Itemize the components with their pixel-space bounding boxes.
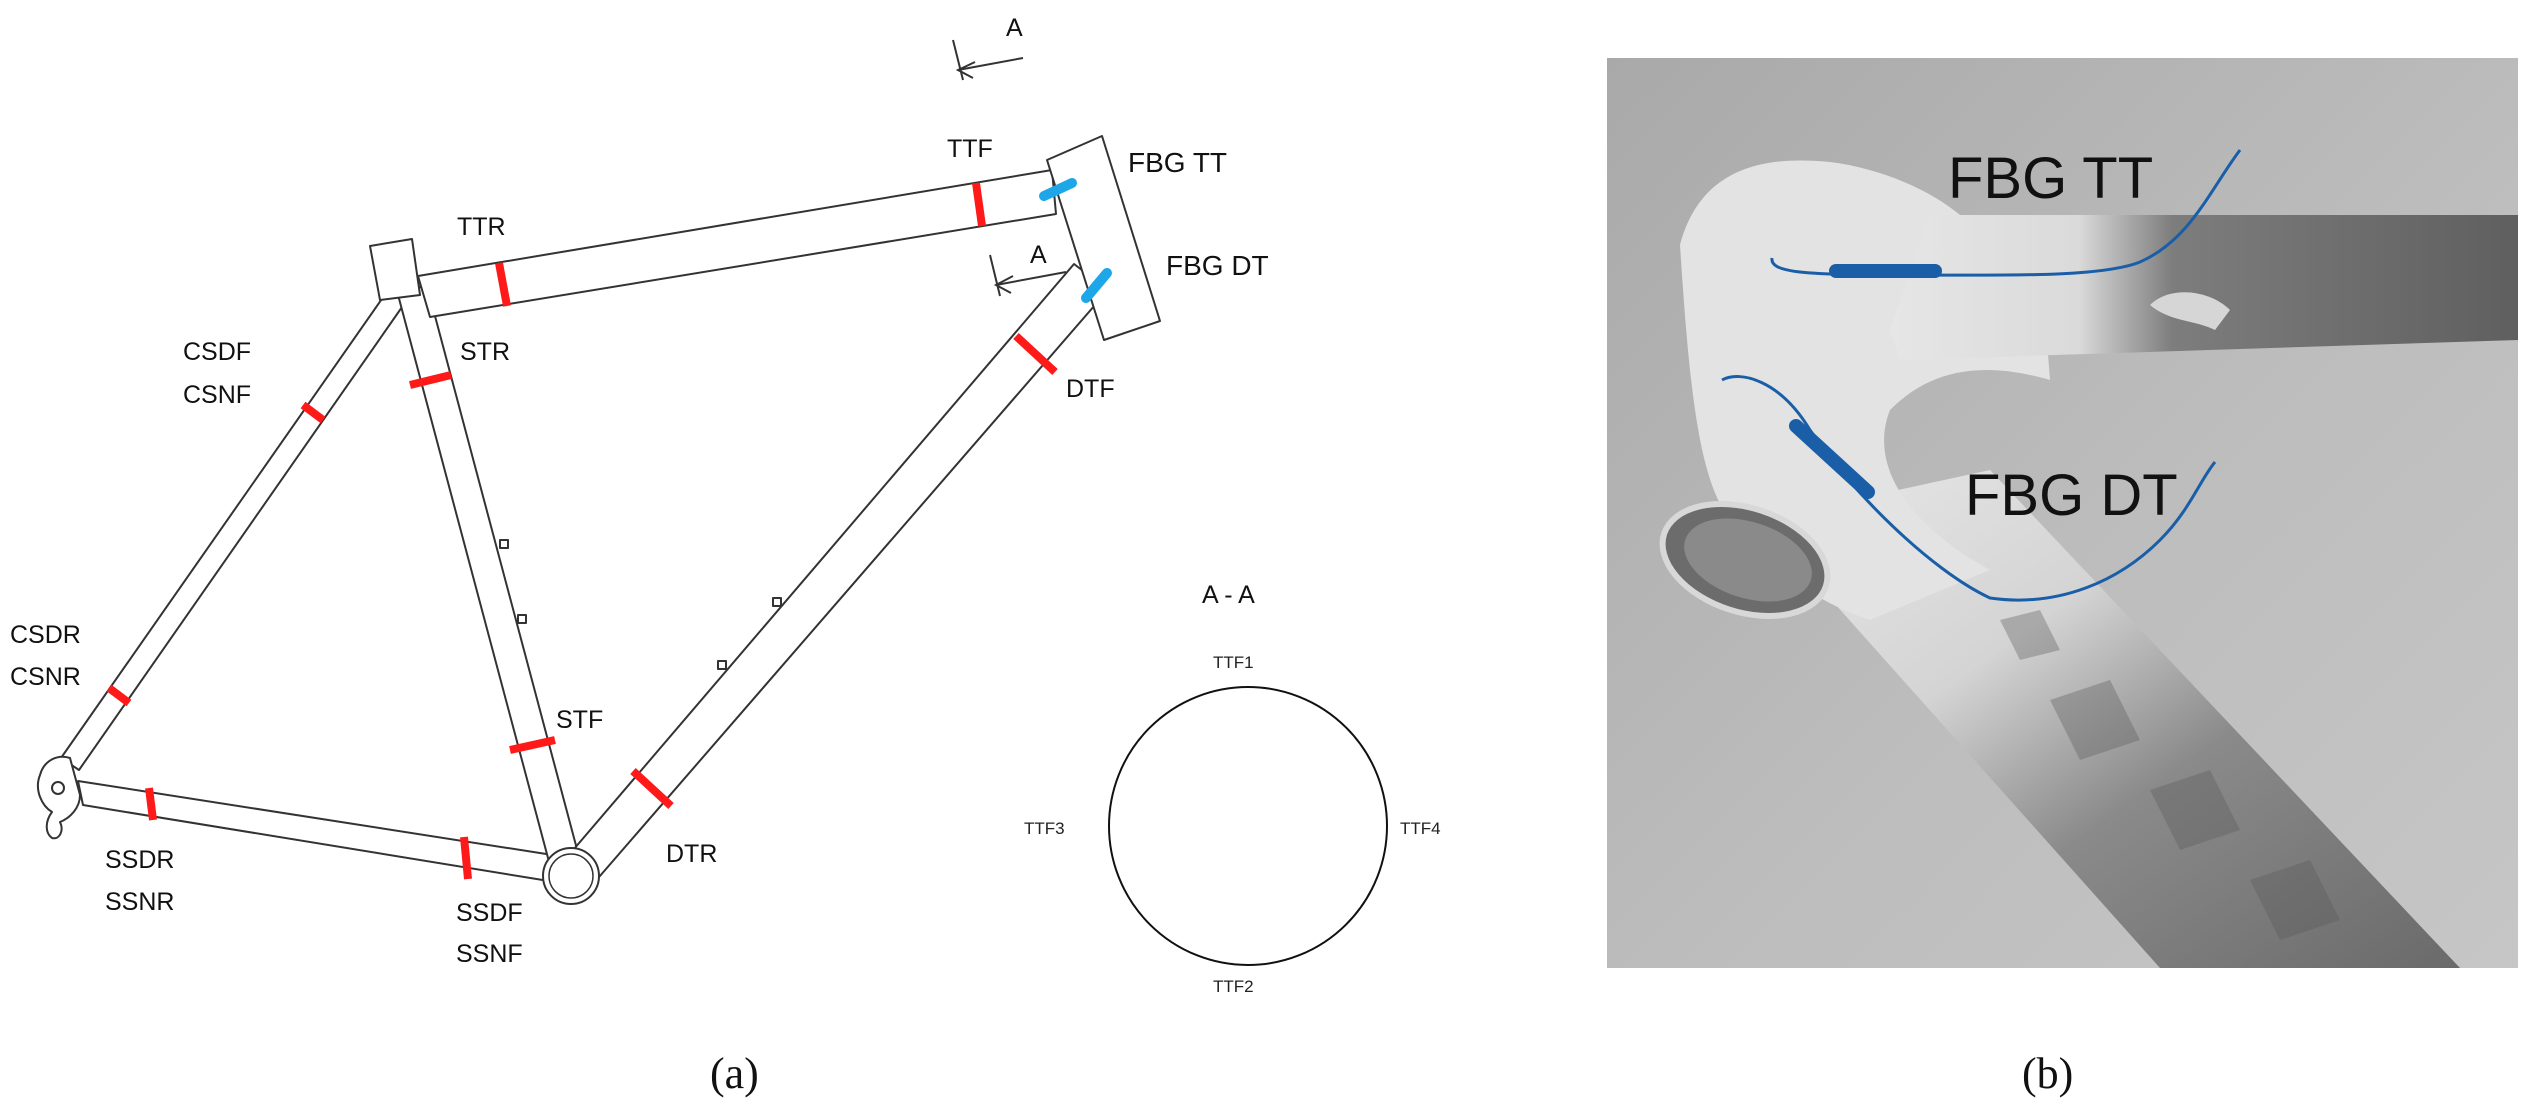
frame-labels: TTF TTR FBG TT FBG DT STR STF DTF DTR CS… (10, 135, 1269, 968)
label-ssnr: SSNR (105, 888, 174, 916)
photo-label-fbg-tt: FBG TT (1948, 146, 2153, 211)
label-dtf: DTF (1066, 375, 1115, 403)
photo-top-tube (1890, 215, 2518, 360)
fibers (1721, 149, 2242, 602)
label-str: STR (460, 338, 510, 366)
photo-head-opening-inner (1684, 518, 1812, 602)
bottom-bracket-inner (548, 853, 594, 899)
label-ttf: TTF (947, 135, 993, 163)
gauge-ttf (972, 182, 986, 227)
gauge-ttr (495, 262, 511, 307)
head-tube (1046, 135, 1161, 341)
panel-a: A A TTF TTR FBG TT FBG DT STR STF DTF DT… (10, 14, 1441, 1098)
label-ttf2: TTF2 (1213, 977, 1254, 996)
cable-guide (517, 614, 527, 624)
section-marker-top (952, 39, 1024, 81)
bottom-bracket (542, 847, 600, 905)
label-ssnf: SSNF (456, 940, 523, 968)
seat-tube (396, 285, 583, 874)
label-ttf3: TTF3 (1024, 819, 1065, 838)
section-marker-bottom (989, 254, 1067, 297)
top-tube (417, 169, 1057, 318)
gauge-csr (106, 684, 132, 707)
gauge-dtr (630, 768, 674, 809)
strain-gauges (106, 182, 1058, 880)
fbg-sensors (1039, 178, 1112, 303)
label-csnf: CSNF (183, 381, 251, 409)
seat-tube-top-cap (369, 238, 421, 301)
label-ttf1: TTF1 (1213, 653, 1254, 672)
section-letter-top: A (1006, 14, 1023, 42)
label-ssdr: SSDR (105, 846, 174, 874)
label-csnr: CSNR (10, 663, 81, 691)
photo-fbg-sensors (1789, 264, 1942, 499)
label-ssdf: SSDF (456, 899, 523, 927)
section-a-a: A - A TTF1 TTF2 TTF3 TTF4 (1024, 581, 1441, 996)
photo-down-tube (1760, 470, 2460, 968)
fiber-dt (1721, 375, 2217, 602)
gauge-dtf (1013, 333, 1058, 375)
caption-b: (b) (2022, 1049, 2073, 1098)
photo-carbon-pattern (2000, 610, 2340, 940)
gauge-ssf (460, 836, 472, 880)
rear-dropout (36, 755, 81, 840)
label-ttf4: TTF4 (1400, 819, 1441, 838)
label-csdf: CSDF (183, 338, 251, 366)
label-csdr: CSDR (10, 621, 81, 649)
dropout-hole (51, 781, 65, 795)
label-fbg-tt: FBG TT (1128, 147, 1227, 178)
label-fbg-dt: FBG DT (1166, 250, 1269, 281)
cable-guide (772, 597, 782, 607)
fbg-dt-sensor (1081, 268, 1112, 303)
label-stf: STF (556, 706, 603, 734)
photo-cable-clip (2150, 292, 2230, 330)
section-circle (1108, 686, 1388, 966)
caption-a: (a) (710, 1049, 759, 1098)
bike-frame (36, 135, 1161, 905)
panel-b: FBG TT FBG DT (b) (1607, 58, 2518, 1098)
gauge-ssr (145, 787, 157, 821)
photo-fbg-dt-sensor (1789, 419, 1875, 499)
label-ttr: TTR (457, 213, 506, 241)
photo-label-fbg-dt: FBG DT (1965, 463, 2178, 528)
gauge-stf (509, 736, 556, 754)
section-title: A - A (1202, 581, 1255, 609)
label-dtr: DTR (666, 840, 717, 868)
gauge-csf (300, 401, 326, 424)
fiber-tt (1770, 149, 2242, 277)
gauge-str (409, 371, 452, 389)
cable-guide (499, 539, 509, 549)
cable-guide (717, 660, 727, 670)
fbg-tt-sensor (1039, 178, 1077, 201)
section-letter-bottom: A (1030, 241, 1047, 269)
